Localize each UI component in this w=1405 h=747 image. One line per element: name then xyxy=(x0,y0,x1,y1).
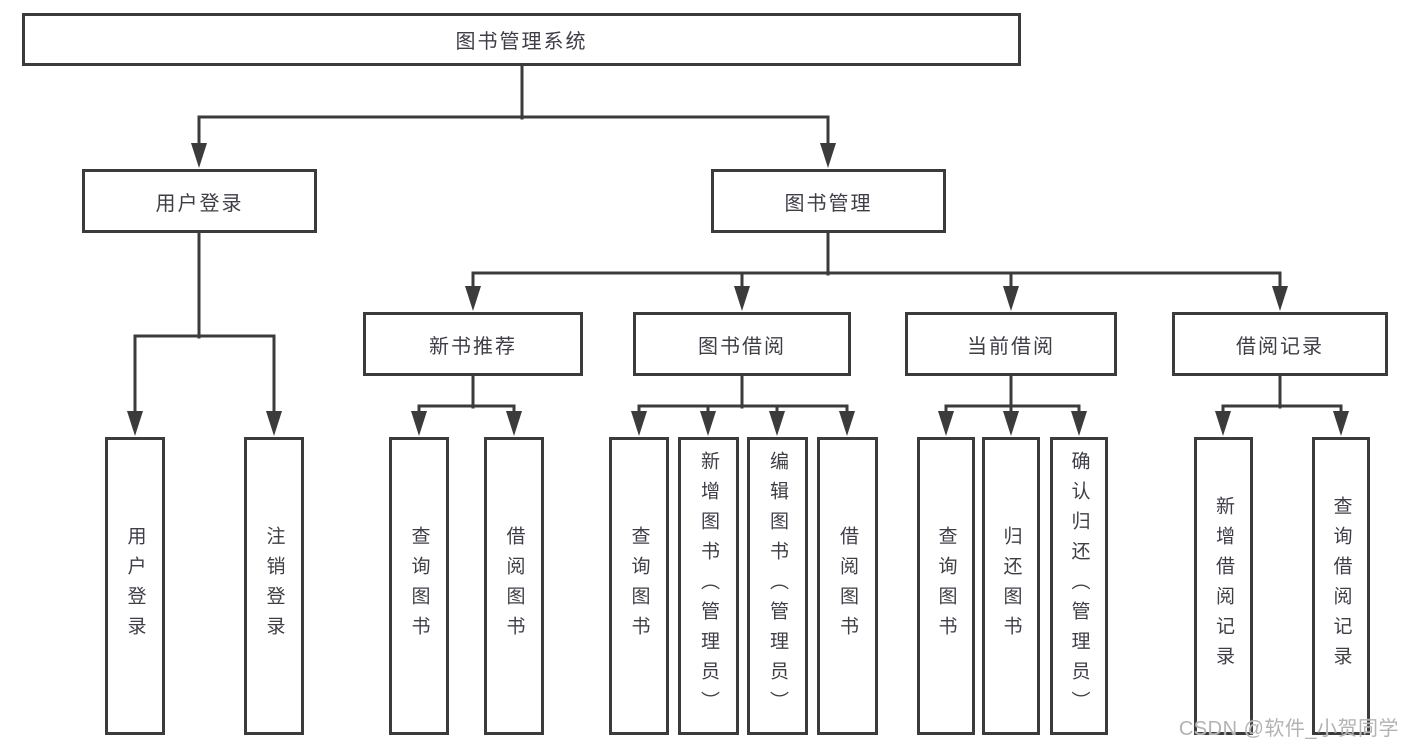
node-label: 确认归还（管理员） xyxy=(1068,451,1090,721)
node-user-login: 用户登录 xyxy=(82,169,317,233)
leaf-query-books-current: 查询图书 xyxy=(917,437,975,735)
node-label: 查询借阅记录 xyxy=(1330,496,1352,676)
node-label: 图书借阅 xyxy=(698,335,786,358)
node-label: 图书管理系统 xyxy=(455,31,588,53)
node-label: 用户登录 xyxy=(124,526,146,646)
leaf-edit-book-admin: 编辑图书（管理员） xyxy=(747,437,808,735)
node-borrowing-records: 借阅记录 xyxy=(1172,312,1388,376)
node-label: 新书推荐 xyxy=(429,335,517,358)
leaf-add-book-admin: 新增图书（管理员） xyxy=(678,437,739,735)
leaf-add-borrow-record: 新增借阅记录 xyxy=(1194,437,1253,735)
node-label: 图书管理 xyxy=(784,192,873,215)
leaf-user-login: 用户登录 xyxy=(105,437,165,735)
node-book-management: 图书管理 xyxy=(711,169,946,233)
node-label: 查询图书 xyxy=(628,526,650,646)
node-label: 查询图书 xyxy=(408,526,430,646)
leaf-query-books-borrowing: 查询图书 xyxy=(609,437,669,735)
node-book-borrowing: 图书借阅 xyxy=(633,312,851,376)
node-label: 查询图书 xyxy=(935,526,957,646)
node-label: 借阅图书 xyxy=(503,526,525,646)
node-label: 当前借阅 xyxy=(967,335,1055,358)
node-library-management-system: 图书管理系统 xyxy=(22,13,1021,66)
node-label: 新增图书（管理员） xyxy=(698,451,719,721)
node-new-book-recommendation: 新书推荐 xyxy=(363,312,583,376)
leaf-query-books-recommend: 查询图书 xyxy=(389,437,449,735)
node-label: 借阅记录 xyxy=(1236,335,1324,358)
node-label: 借阅图书 xyxy=(837,526,858,646)
leaf-logout: 注销登录 xyxy=(244,437,304,735)
node-current-borrowing: 当前借阅 xyxy=(905,312,1117,376)
node-label: 归还图书 xyxy=(1000,526,1022,646)
node-label: 用户登录 xyxy=(155,192,244,215)
leaf-confirm-return-admin: 确认归还（管理员） xyxy=(1050,437,1108,735)
leaf-return-book: 归还图书 xyxy=(982,437,1040,735)
node-label: 编辑图书（管理员） xyxy=(767,451,788,721)
node-label: 新增借阅记录 xyxy=(1213,496,1234,676)
leaf-borrow-books: 借阅图书 xyxy=(817,437,878,735)
leaf-query-borrow-record: 查询借阅记录 xyxy=(1312,437,1370,735)
node-label: 注销登录 xyxy=(263,526,285,646)
csdn-watermark: CSDN @软件_小贺同学 xyxy=(1178,718,1399,740)
leaf-borrow-books-recommend: 借阅图书 xyxy=(484,437,544,735)
